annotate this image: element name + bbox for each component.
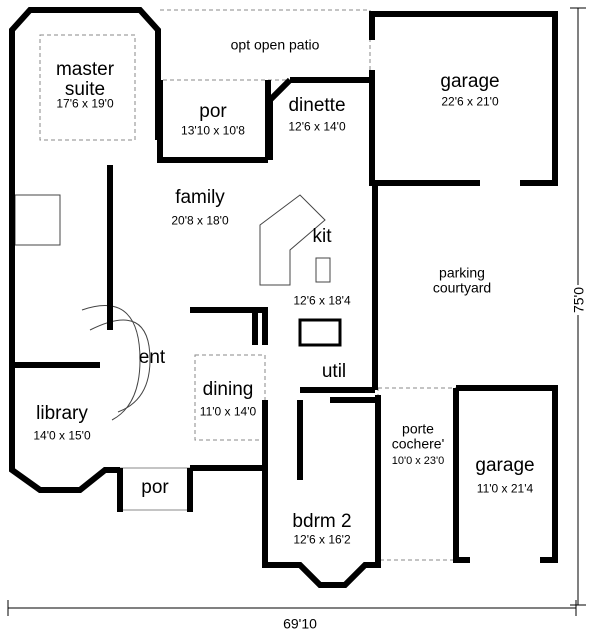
room-dims-kitchen: 12'6 x 18'4 [293, 293, 351, 308]
room-name: porte [402, 420, 434, 437]
room-name: cochere' [391, 435, 445, 451]
overall-width-label: 69'10 [283, 615, 317, 632]
room-dims-porte-cochere: 10'0 x 23'0 [391, 455, 445, 468]
room-dims-dinette: 12'6 x 14'0 [288, 119, 346, 134]
tub [14, 194, 61, 246]
room-dims-garage-side: 11'0 x 21'4 [476, 481, 534, 496]
overall-depth-label: 75'0 [570, 284, 587, 316]
porte-cochere-outline [377, 387, 457, 561]
cooktop [315, 257, 331, 283]
room-label-garage-side: garage [475, 455, 535, 477]
room-dims-rear-porch: 13'10 x 10'8 [181, 123, 245, 138]
room-name: suite [64, 79, 106, 100]
room-dims-bedroom-2: 12'6 x 16'2 [293, 532, 351, 547]
room-label-utility: util [321, 361, 347, 383]
room-label-parking-courtyard: parking courtyard [433, 265, 491, 294]
width-dimension-line [7, 600, 577, 616]
room-label-rear-porch: por [199, 101, 227, 123]
room-name: courtyard [432, 279, 492, 295]
room-label-dinette: dinette [288, 95, 346, 117]
room-dims-garage-main: 22'6 x 21'0 [441, 94, 499, 109]
room-dims-dining: 11'0 x 14'0 [199, 404, 257, 419]
room-label-entry: ent [138, 347, 166, 369]
stair-curve [89, 319, 151, 413]
room-label-bedroom-2: bdrm 2 [292, 511, 352, 533]
room-dims-family: 20'8 x 18'0 [171, 213, 229, 228]
room-label-master-suite: master suite [56, 60, 114, 100]
room-name: master [55, 59, 115, 81]
kitchen-island [259, 194, 326, 286]
master-ceiling-outline [39, 34, 136, 141]
room-label-porte-cochere: porte cochere' [392, 421, 444, 450]
dining-ceiling-outline [194, 354, 266, 441]
room-label-library: library [36, 403, 88, 425]
room-label-front-porch: por [141, 477, 169, 499]
room-name: parking [439, 264, 485, 281]
room-dims-library: 14'0 x 15'0 [33, 428, 91, 443]
room-label-family: family [175, 187, 225, 209]
room-dims-master-suite: 17'6 x 19'0 [56, 96, 114, 111]
room-label-patio: opt open patio [230, 36, 320, 53]
room-label-dining: dining [202, 379, 254, 401]
walls [9, 7, 558, 588]
room-label-kitchen: kit [312, 226, 332, 248]
room-label-garage-main: garage [440, 71, 500, 93]
